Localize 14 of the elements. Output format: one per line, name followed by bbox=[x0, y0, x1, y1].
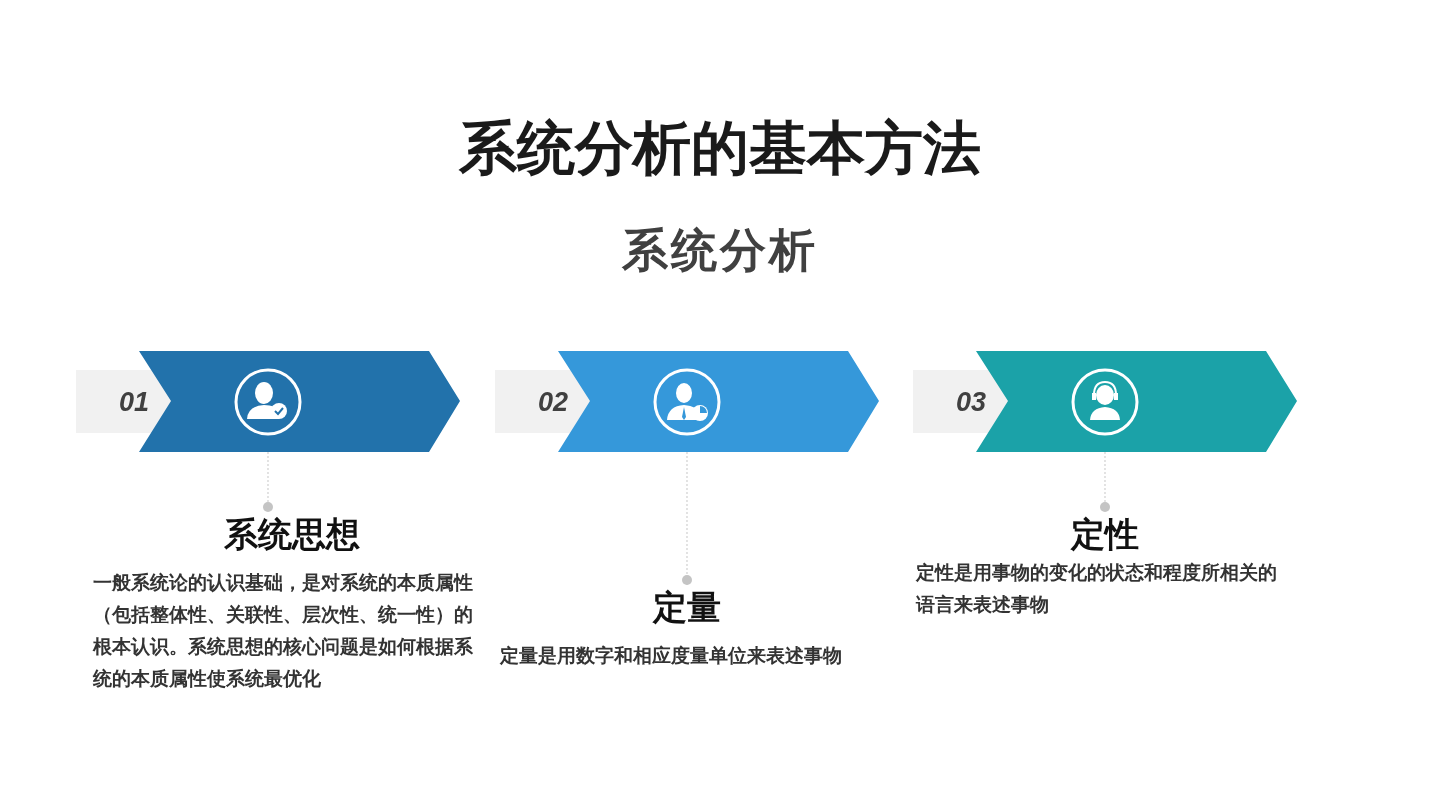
step-number: 02 bbox=[536, 386, 569, 419]
description: 定性是用事物的变化的状态和程度所相关的语言来表述事物 bbox=[916, 560, 1278, 617]
leader-line bbox=[682, 451, 692, 586]
description: 一般系统论的认识基础，是对系统的本质属性（包括整体性、关联性、层次性、统一性）的根本认识。系统思想的核心问题是如何根据系统的本质属性使系统最优化 bbox=[93, 570, 474, 691]
step-number: 01 bbox=[117, 386, 150, 419]
title: 系统分析的基本方法 bbox=[458, 113, 982, 184]
leader-line bbox=[263, 451, 273, 513]
subtitle: 系统分析 bbox=[621, 222, 819, 279]
leader-line bbox=[1100, 451, 1110, 513]
heading: 定性 bbox=[1069, 513, 1140, 556]
heading: 系统思想 bbox=[223, 513, 361, 556]
description: 定量是用数字和相应度量单位来表述事物 bbox=[500, 643, 843, 668]
step-number: 03 bbox=[954, 386, 987, 419]
heading: 定量 bbox=[651, 586, 722, 629]
